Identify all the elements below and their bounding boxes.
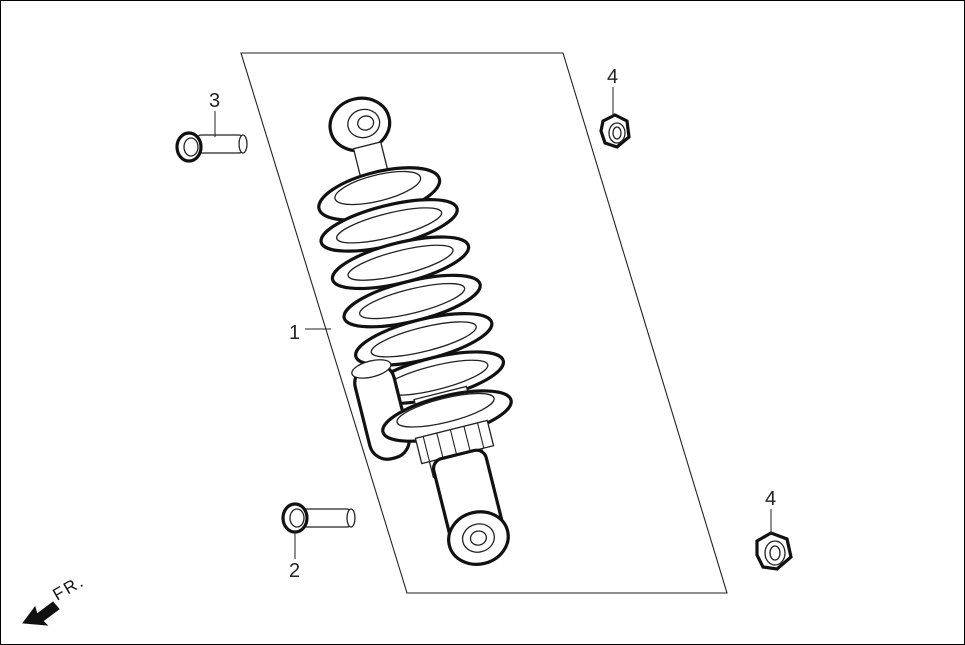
assembly-outline xyxy=(240,52,728,594)
coil-spring xyxy=(319,198,506,406)
front-direction-arrow-icon xyxy=(22,601,60,626)
shock-absorber xyxy=(317,96,513,566)
callout-3: 3 xyxy=(209,90,220,112)
callout-4-lower: 4 xyxy=(765,488,776,510)
callout-4-upper: 4 xyxy=(607,66,618,88)
callout-1: 1 xyxy=(289,322,300,344)
callout-2: 2 xyxy=(289,560,300,582)
upper-bolt xyxy=(175,131,248,163)
lower-nut xyxy=(755,531,793,571)
lower-bolt xyxy=(281,502,356,534)
front-direction-label: FR. xyxy=(50,571,88,604)
upper-nut xyxy=(599,113,631,149)
